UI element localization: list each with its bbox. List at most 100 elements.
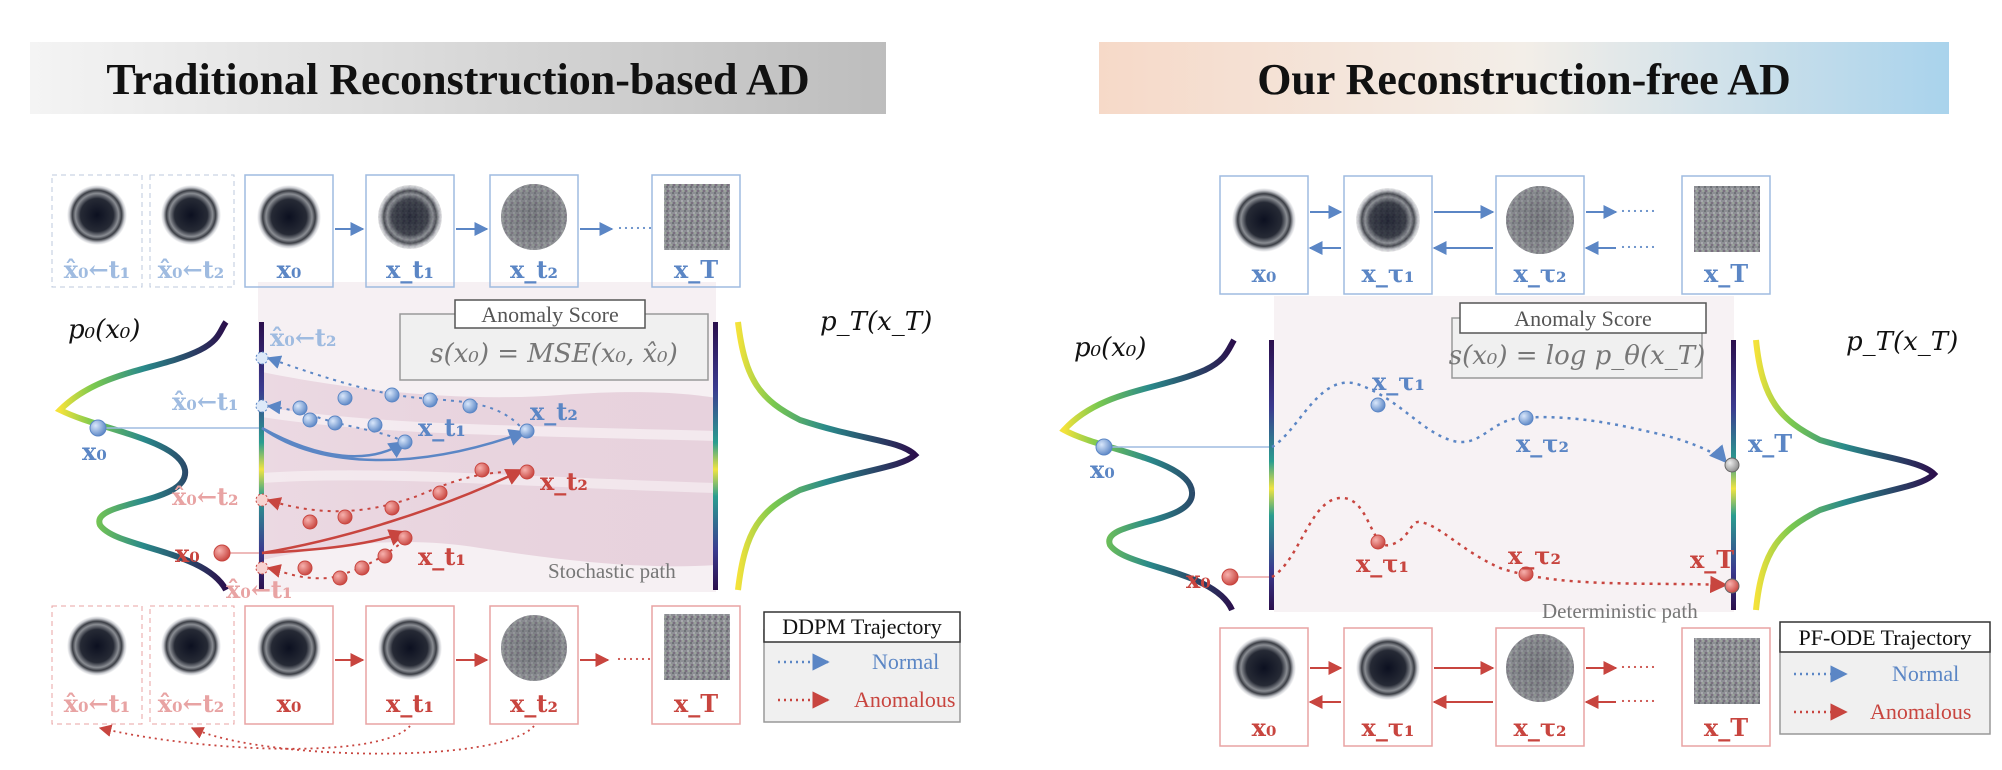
left-top-row: ······ x̂₀←t₁ x̂₀←t₂ x₀ x_t₁ x_t₂ x_T: [51, 174, 741, 288]
legend-title: DDPM Trajectory: [782, 614, 942, 639]
left-p0-density: [54, 320, 229, 592]
left-bottom-row: ······ x̂₀←t₁ x̂₀←t₂ x₀ x_t₁ x_t₂ x_T: [51, 605, 741, 755]
noise-overlay: [1506, 186, 1574, 254]
right-bottom-row: ······ ······ x₀ x_τ₁ x_τ₂ x_T: [1219, 627, 1771, 747]
anomalous-sample-point: [332, 570, 348, 586]
anomalous-xT-label: x_T: [1690, 545, 1734, 574]
anomalous-sample-point: [432, 485, 448, 501]
normal-sample-point: [302, 412, 318, 428]
top-label-rec-t1: x̂₀←t₁: [64, 255, 131, 284]
bottom-label-rec-t1: x̂₀←t₁: [64, 689, 131, 718]
reconstruction-arrow: [98, 724, 411, 750]
noise-overlay: [1356, 188, 1420, 252]
anomalous-xtau2-point: [1518, 566, 1534, 582]
anomalous-x0-label: x₀: [1186, 565, 1211, 594]
normal-sample-point: [337, 390, 353, 406]
anomalous-xt2-label: x_t₂: [540, 467, 588, 496]
anomalous-x0-label: x₀: [175, 539, 200, 568]
bottom-label-xt1: x_t₁: [386, 689, 434, 718]
ellipsis: ······: [1620, 237, 1656, 257]
legend-box: [1779, 639, 1991, 735]
image-box: [244, 174, 334, 288]
normal-sample-point: [327, 415, 343, 431]
image-box: [1343, 175, 1433, 295]
image-box: [1219, 175, 1309, 295]
normal-sample-point: [384, 387, 400, 403]
anomalous-rec2-point: [255, 493, 269, 507]
right-pT-label: p_T(x_T): [1846, 327, 1958, 357]
stochastic-path-label: Stochastic path: [548, 559, 676, 583]
bottom-label-xt2: x_t₂: [510, 689, 558, 718]
image-thumbnail: [1232, 188, 1296, 252]
normal-sample-point: [367, 417, 383, 433]
image-box: [489, 174, 579, 288]
image-box: [651, 174, 741, 288]
anomalous-xtau2-label: x_τ₂: [1508, 541, 1561, 570]
noise-thumbnail: [1694, 638, 1760, 704]
left-panel: Traditional Reconstruction-based AD ·: [30, 42, 961, 755]
right-legend: PF-ODE Trajectory Normal Anomalous: [1779, 621, 1991, 735]
right-panel: Our Reconstruction-free AD ······ ······…: [1059, 42, 1991, 747]
top-label-x0: x₀: [1252, 259, 1277, 288]
legend-title: PF-ODE Trajectory: [1799, 625, 1972, 650]
top-label-xt1: x_t₁: [386, 255, 434, 284]
top-label-xT: x_T: [674, 255, 718, 284]
bottom-label-xtau2: x_τ₂: [1514, 713, 1567, 742]
normal-rec2-label: x̂₀←t₂: [270, 323, 337, 352]
image-thumbnail: [257, 616, 321, 680]
image-box: [651, 605, 741, 725]
bottom-label-rec-t2: x̂₀←t₂: [158, 689, 225, 718]
legend-normal-label: Normal: [1892, 661, 1959, 686]
ellipsis: ······: [1620, 691, 1656, 711]
normal-xtau1-label: x_τ₁: [1372, 367, 1425, 396]
anomalous-sample-point: [377, 548, 393, 564]
ellipsis: ······: [616, 649, 652, 669]
normal-reverse-path: [266, 400, 406, 443]
bottom-label-x0: x₀: [277, 689, 302, 718]
noise-thumbnail: [664, 614, 730, 680]
normal-rec2-point: [255, 351, 269, 365]
normal-sample-point: [462, 398, 478, 414]
reconstruction-arrow: [190, 725, 535, 755]
normal-sample-point: [422, 392, 438, 408]
anomalous-rec2-label: x̂₀←t₂: [172, 482, 239, 511]
noise-overlay: [1506, 634, 1574, 702]
noise-overlay: [501, 184, 567, 250]
normal-sample-point: [292, 400, 308, 416]
image-thumbnail: [161, 185, 221, 245]
bottom-label-x0: x₀: [1252, 713, 1277, 742]
noise-thumbnail: [1694, 186, 1760, 252]
right-p0-axis: [1269, 340, 1274, 610]
anomalous-sample-point: [337, 509, 353, 525]
top-label-x0: x₀: [277, 255, 302, 284]
right-normal-trajectory: x₀ x_τ₁ x_τ₂ x_T: [1090, 367, 1792, 484]
noise-thumbnail: [664, 184, 730, 250]
anomalous-forward-path: [261, 468, 524, 555]
normal-xT-label: x_T: [1748, 429, 1792, 458]
anomalous-x0-point: [1221, 568, 1239, 586]
left-anomalous-trajectory: x₀ x_t₁ x_t₂ x̂₀←t₂ x̂₀←t₁: [172, 462, 588, 604]
ellipsis: ······: [1620, 201, 1656, 221]
left-pT-axis: [713, 322, 718, 590]
normal-reverse-path: [266, 355, 526, 433]
normal-rec1-label: x̂₀←t₁: [172, 387, 239, 416]
anomalous-xT-point: [1724, 578, 1740, 594]
image-box: [1219, 627, 1309, 747]
legend-title-box: [1779, 621, 1991, 653]
right-title: Our Reconstruction-free AD: [1257, 55, 1791, 104]
anomalous-xtau1-label: x_τ₁: [1356, 549, 1409, 578]
right-title-bar: [1099, 42, 1949, 114]
left-score-formula: s(x₀) = MSE(x₀, x̂₀): [430, 339, 677, 369]
top-label-xt2: x_t₂: [510, 255, 558, 284]
left-pT-label: p_T(x_T): [820, 307, 932, 337]
image-thumbnail: [67, 616, 127, 676]
image-box: [1495, 175, 1585, 295]
image-thumbnail: [67, 185, 127, 245]
anomalous-xt2-point: [519, 464, 535, 480]
normal-x0-point: [89, 419, 107, 437]
normal-x0-label: x₀: [1090, 455, 1115, 484]
left-score-box: [399, 313, 709, 381]
bottom-label-xT: x_T: [1704, 713, 1748, 742]
anomalous-rec1-label: x̂₀←t₁: [226, 575, 293, 604]
